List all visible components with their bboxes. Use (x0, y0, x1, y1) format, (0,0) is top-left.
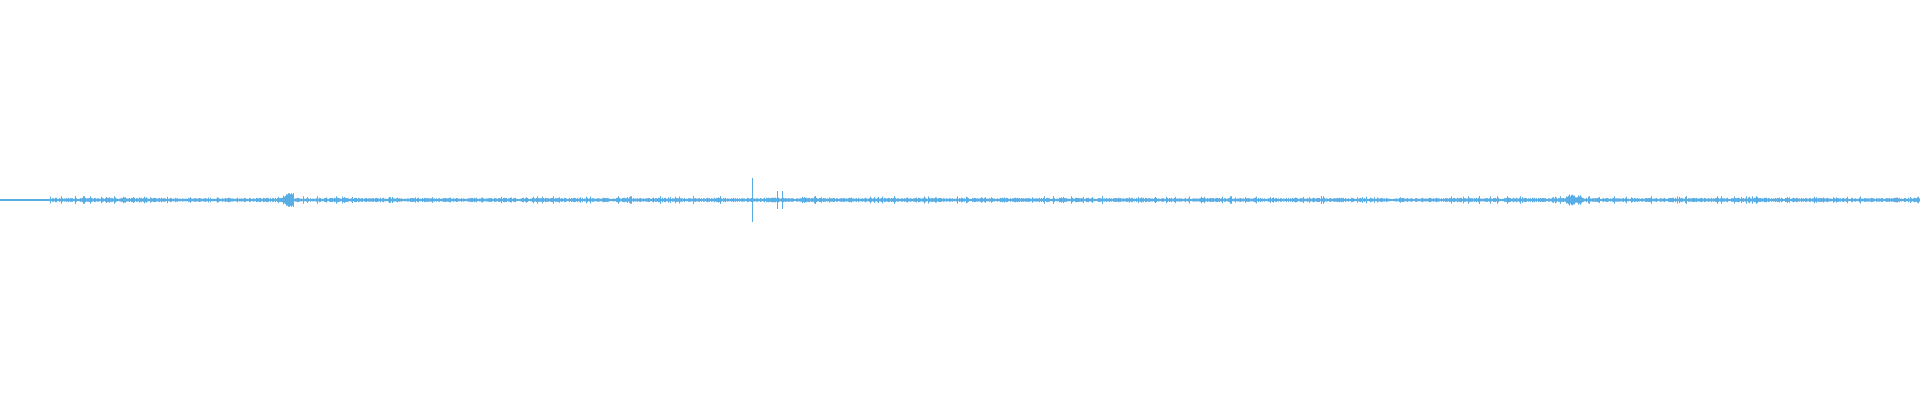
waveform-body (0, 193, 1920, 207)
waveform-samples (0, 193, 1920, 207)
